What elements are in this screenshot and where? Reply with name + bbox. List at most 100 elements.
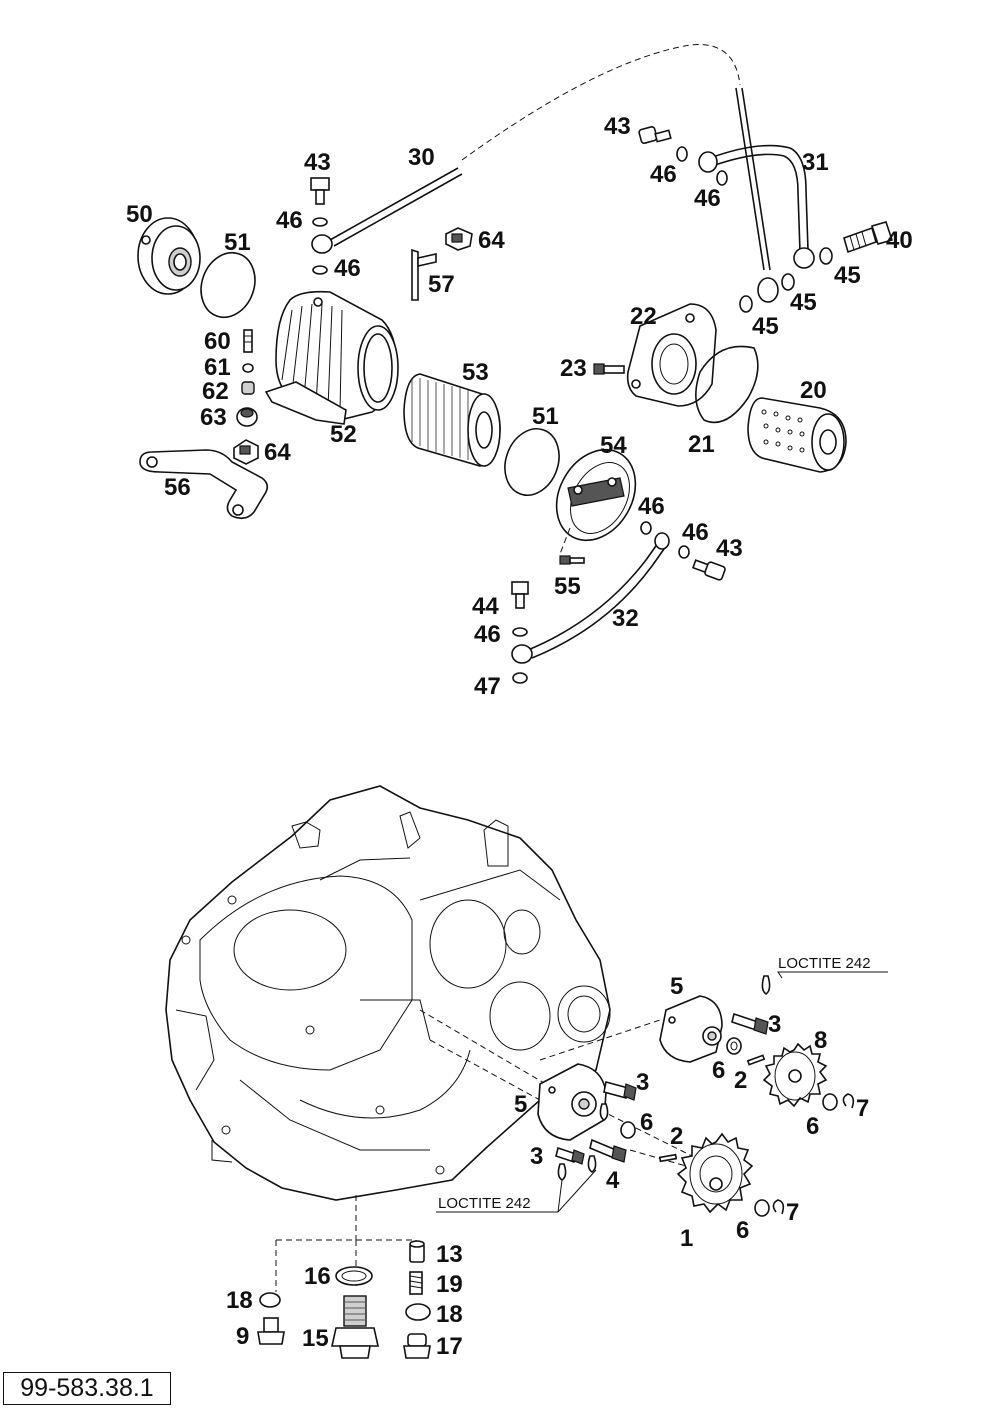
part-46-washer-d — [678, 545, 690, 559]
part-64-clip-left — [233, 439, 259, 465]
callout-3: 3 — [768, 1011, 781, 1038]
part-1-gear — [676, 1132, 754, 1214]
callout-40: 40 — [886, 227, 913, 254]
callout-46: 46 — [334, 255, 361, 282]
part-43-bolt-top-right — [638, 126, 672, 144]
callout-13: 13 — [436, 1241, 463, 1268]
part-46-washer-a — [312, 217, 328, 227]
part-46-washer-f — [676, 146, 688, 162]
lower-dashed-guides — [419, 1009, 701, 1171]
part-51-o-ring-lower — [504, 428, 560, 496]
loctite-drop-b — [599, 1103, 609, 1121]
callout-8: 8 — [814, 1027, 827, 1054]
loctite-drop-d — [557, 1163, 567, 1181]
callout-7: 7 — [856, 1095, 869, 1122]
part-6-washer-d — [754, 1199, 770, 1217]
callout-6: 6 — [640, 1109, 653, 1136]
callout-46: 46 — [474, 621, 501, 648]
part-32-oil-line — [511, 532, 670, 664]
part-51-o-ring — [200, 251, 256, 319]
callout-57: 57 — [428, 271, 455, 298]
parts-60-63-stack — [236, 329, 258, 427]
callout-17: 17 — [436, 1333, 463, 1360]
callout-54: 54 — [600, 432, 627, 459]
loctite-leader-top — [777, 971, 888, 979]
callout-60: 60 — [204, 328, 231, 355]
callout-61: 61 — [204, 354, 231, 381]
callout-50: 50 — [126, 201, 153, 228]
part-44-bolt — [511, 581, 529, 609]
part-54-dash — [559, 527, 571, 555]
part-22-filter-cover — [626, 303, 717, 407]
part-30-oil-line — [311, 167, 463, 254]
part-15-drain-screen — [331, 1295, 379, 1359]
part-56-bracket — [139, 449, 269, 520]
callout-46: 46 — [276, 207, 303, 234]
part-53-filter-element — [403, 373, 501, 467]
callout-3: 3 — [530, 1143, 543, 1170]
callout-44: 44 — [472, 593, 499, 620]
callout-3: 3 — [636, 1069, 649, 1096]
callout-62: 62 — [202, 378, 229, 405]
callout-43: 43 — [716, 535, 743, 562]
callout-15: 15 — [302, 1325, 329, 1352]
part-40-banjo-bolt — [843, 221, 894, 254]
drain-dashed-guides — [275, 1195, 417, 1292]
callout-52: 52 — [330, 421, 357, 448]
part-23-bolt — [593, 363, 625, 375]
part-7-clip-a — [842, 1093, 855, 1109]
callout-6: 6 — [712, 1057, 725, 1084]
loctite-note-bottom: LOCTITE 242 — [438, 1195, 531, 1212]
part-3-bolt-upper — [731, 1012, 769, 1035]
part-18-washer-right — [405, 1303, 431, 1321]
loctite-drop-c — [587, 1155, 597, 1173]
crankcase-half — [165, 785, 611, 1201]
part-50-cover — [137, 217, 201, 295]
part-43-bolt-top-left — [310, 177, 330, 205]
part-45-washer-b — [781, 273, 795, 291]
callout-46: 46 — [694, 185, 721, 212]
part-17-plug — [403, 1333, 431, 1359]
callout-56: 56 — [164, 474, 191, 501]
callout-23: 23 — [560, 355, 587, 382]
callout-18: 18 — [226, 1287, 253, 1314]
callout-6: 6 — [806, 1113, 819, 1140]
callout-18: 18 — [436, 1301, 463, 1328]
part-47-washer — [512, 672, 528, 684]
part-5-pump-cover-upper — [659, 995, 723, 1063]
callout-6: 6 — [736, 1217, 749, 1244]
part-46-washer-c — [640, 521, 652, 535]
callout-55: 55 — [554, 573, 581, 600]
callout-46: 46 — [650, 161, 677, 188]
part-55-screw — [559, 555, 585, 565]
callout-45: 45 — [752, 313, 779, 340]
callout-21: 21 — [688, 431, 715, 458]
callout-64: 64 — [478, 227, 505, 254]
part-45-washer-c — [819, 247, 833, 265]
callout-47: 47 — [474, 673, 501, 700]
part-2-pin-a — [746, 1054, 766, 1066]
callout-43: 43 — [304, 149, 331, 176]
callout-45: 45 — [790, 289, 817, 316]
callout-51: 51 — [224, 229, 251, 256]
part-7-clip-b — [772, 1199, 785, 1215]
callout-16: 16 — [304, 1263, 331, 1290]
callout-30: 30 — [408, 144, 435, 171]
part-16-o-ring — [335, 1266, 373, 1286]
callout-9: 9 — [236, 1323, 249, 1350]
part-45-washer-a — [739, 295, 753, 313]
callout-63: 63 — [200, 404, 227, 431]
routing-dashed-line — [461, 44, 741, 161]
part-5-pump-body-lower — [537, 1063, 607, 1141]
callout-2: 2 — [670, 1123, 683, 1150]
callout-7: 7 — [786, 1199, 799, 1226]
callout-5: 5 — [670, 973, 683, 1000]
callout-43: 43 — [604, 113, 631, 140]
callout-1: 1 — [680, 1225, 693, 1252]
part-19-spring — [409, 1271, 423, 1295]
callout-5: 5 — [514, 1091, 527, 1118]
document-id-box: 99-583.38.1 — [3, 1372, 171, 1405]
part-13-plug — [409, 1240, 425, 1263]
part-43-bolt-right — [691, 559, 726, 581]
